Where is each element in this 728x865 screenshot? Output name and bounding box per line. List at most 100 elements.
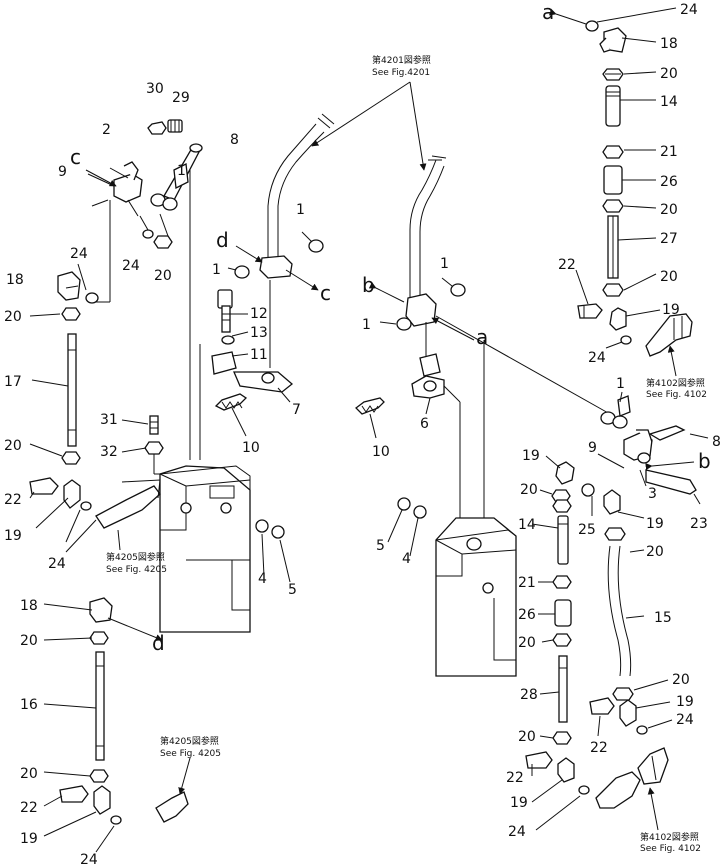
callout-16: 16 xyxy=(20,697,38,713)
fig4201-pointer-lines xyxy=(311,81,427,171)
left-rod-17-leaders xyxy=(29,263,87,543)
callout-20: 20 xyxy=(518,635,536,651)
callout-24: 24 xyxy=(80,852,98,865)
left-pedestal xyxy=(65,465,291,633)
callout-25: 25 xyxy=(578,522,596,538)
callout-13: 13 xyxy=(250,325,268,341)
callout-24: 24 xyxy=(588,350,606,366)
callout-30: 30 xyxy=(146,81,164,97)
note-fig4205a-jp: 第4205図参照 xyxy=(106,551,165,563)
callout-20: 20 xyxy=(4,438,22,454)
callout-29: 29 xyxy=(172,90,190,106)
callout-20: 20 xyxy=(660,66,678,82)
callout-4: 4 xyxy=(402,551,411,567)
callout-19: 19 xyxy=(510,795,528,811)
callout-22: 22 xyxy=(506,770,524,786)
callout-15: 15 xyxy=(654,610,672,626)
left-mid-parts xyxy=(121,170,294,475)
callout-c: c xyxy=(320,281,331,305)
right-lower-rod-assembly xyxy=(525,499,673,831)
callout-labels: a 24 18 20 14 21 26 20 27 22 20 19 24 30… xyxy=(4,0,721,865)
callout-22: 22 xyxy=(590,740,608,756)
callout-22: 22 xyxy=(20,800,38,816)
callout-1: 1 xyxy=(177,163,186,179)
callout-20: 20 xyxy=(660,269,678,285)
callout-26: 26 xyxy=(660,174,678,190)
callout-7: 7 xyxy=(292,402,301,418)
note-fig4102b-en: See Fig. 4102 xyxy=(640,844,701,854)
callout-20: 20 xyxy=(20,633,38,649)
callout-31: 31 xyxy=(100,412,118,428)
callout-24: 24 xyxy=(122,258,140,274)
right-top-leaders xyxy=(548,7,677,377)
reference-notes: 第4201図参照 See Fig.4201 第4102図参照 See Fig. … xyxy=(106,54,707,854)
callout-20: 20 xyxy=(660,202,678,218)
note-fig4201-en: See Fig.4201 xyxy=(372,68,430,78)
callout-18: 18 xyxy=(660,36,678,52)
callout-28: 28 xyxy=(520,687,538,703)
left-rod-16-assembly xyxy=(43,597,191,853)
callout-19: 19 xyxy=(4,528,22,544)
callout-14: 14 xyxy=(660,94,678,110)
note-fig4102a-jp: 第4102図参照 xyxy=(646,377,705,389)
note-fig4205b-jp: 第4205図参照 xyxy=(160,735,219,747)
callout-6: 6 xyxy=(420,416,429,432)
callout-20: 20 xyxy=(672,672,690,688)
callout-22: 22 xyxy=(558,257,576,273)
callout-1: 1 xyxy=(296,202,305,218)
callout-1: 1 xyxy=(616,376,625,392)
callout-9: 9 xyxy=(588,440,597,456)
callout-4: 4 xyxy=(258,571,267,587)
callout-9: 9 xyxy=(58,164,67,180)
callout-8: 8 xyxy=(712,434,721,450)
callout-d: d xyxy=(152,631,165,655)
callout-24: 24 xyxy=(676,712,694,728)
callout-19: 19 xyxy=(20,831,38,847)
callout-10: 10 xyxy=(242,440,260,456)
callout-24: 24 xyxy=(508,824,526,840)
callout-21: 21 xyxy=(660,144,678,160)
callout-14: 14 xyxy=(518,517,536,533)
note-fig4205b-en: See Fig. 4205 xyxy=(160,749,221,759)
callout-20: 20 xyxy=(154,268,172,284)
note-fig4201-jp: 第4201図参照 xyxy=(372,54,431,66)
callout-24: 24 xyxy=(680,2,698,18)
callout-d: d xyxy=(216,228,229,252)
callout-5: 5 xyxy=(376,538,385,554)
callout-12: 12 xyxy=(250,306,268,322)
callout-20: 20 xyxy=(520,482,538,498)
callout-b: b xyxy=(698,449,711,473)
callout-a: a xyxy=(542,0,554,24)
left-rod-17-assembly xyxy=(29,271,99,511)
callout-21: 21 xyxy=(518,575,536,591)
callout-b: b xyxy=(362,273,375,297)
callout-32: 32 xyxy=(100,444,118,460)
callout-20: 20 xyxy=(4,309,22,325)
callout-5: 5 xyxy=(288,582,297,598)
note-fig4102b-jp: 第4102図参照 xyxy=(640,831,699,843)
callout-a: a xyxy=(476,325,488,349)
right-mid-bracket-group xyxy=(539,391,709,519)
callout-18: 18 xyxy=(6,272,24,288)
callout-3: 3 xyxy=(648,486,657,502)
right-pedestal xyxy=(387,497,517,677)
callout-11: 11 xyxy=(250,347,268,363)
right-control-lever xyxy=(355,155,611,556)
callout-1: 1 xyxy=(362,317,371,333)
callout-24: 24 xyxy=(48,556,66,572)
callout-2: 2 xyxy=(102,122,111,138)
callout-8: 8 xyxy=(230,132,239,148)
callout-17: 17 xyxy=(4,374,22,390)
callout-10: 10 xyxy=(372,444,390,460)
callout-20: 20 xyxy=(20,766,38,782)
callout-19: 19 xyxy=(522,448,540,464)
note-fig4102a-en: See Fig. 4102 xyxy=(646,390,707,400)
callout-1: 1 xyxy=(212,262,221,278)
right-top-rod-assembly xyxy=(577,20,693,357)
left-upper-bracket-group xyxy=(85,119,203,303)
callout-20: 20 xyxy=(518,729,536,745)
callout-22: 22 xyxy=(4,492,22,508)
callout-18: 18 xyxy=(20,598,38,614)
callout-c: c xyxy=(70,145,81,169)
